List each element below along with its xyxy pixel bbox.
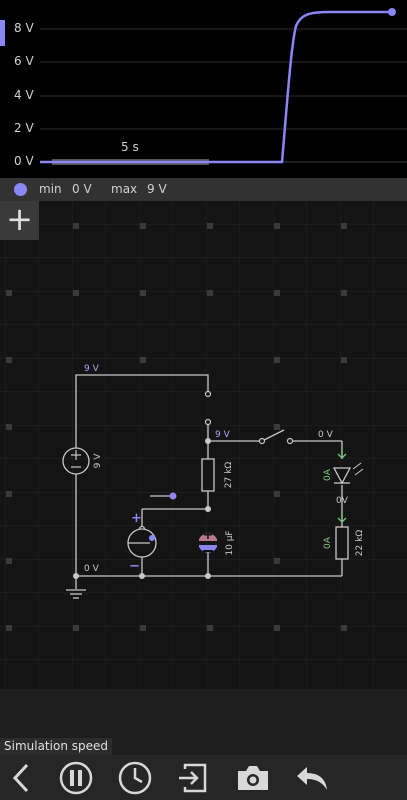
circuit-svg: + 9 V	[0, 201, 407, 689]
resistor-2[interactable]	[335, 513, 349, 560]
time-window-label: 5 s	[121, 140, 139, 154]
circuit-canvas[interactable]: + 9 V	[0, 201, 407, 689]
pause-icon[interactable]	[57, 759, 95, 797]
probe-handle[interactable]	[169, 492, 177, 500]
min-value: 0 V	[72, 182, 92, 196]
variable-source[interactable]	[127, 528, 157, 558]
resistor-2-current: 0A	[323, 536, 333, 549]
svg-text:+: +	[203, 528, 214, 543]
mid-node-voltage: 9 V	[215, 430, 231, 440]
minus-sign: −	[129, 559, 140, 574]
voltage-trace	[40, 10, 391, 164]
channel-color-dot[interactable]	[14, 183, 27, 196]
capacitor-label: 10 µF	[225, 530, 235, 555]
graph-legend: min 0 V max 9 V	[0, 178, 407, 201]
undo-icon[interactable]	[293, 759, 331, 797]
battery[interactable]	[62, 447, 90, 475]
capacitor[interactable]: +	[199, 528, 217, 553]
resistor-1-label: 27 kΩ	[224, 462, 234, 489]
led[interactable]	[332, 449, 364, 485]
led-out-voltage: 0V	[336, 496, 349, 506]
switch-out-voltage: 0 V	[318, 430, 334, 440]
led-current: 0A	[323, 468, 333, 481]
clock-icon[interactable]	[116, 759, 154, 797]
add-component-button[interactable]: +	[0, 201, 39, 240]
selected-channel-indicator	[0, 20, 5, 46]
export-icon[interactable]	[175, 759, 213, 797]
resistor-2-label: 22 kΩ	[355, 530, 365, 557]
camera-icon[interactable]	[234, 759, 272, 797]
simulation-speed-label: Simulation speed	[0, 738, 112, 755]
top-wire-voltage: 9 V	[84, 364, 100, 374]
max-value: 9 V	[147, 182, 167, 196]
bottom-toolbar	[0, 755, 407, 800]
back-icon[interactable]	[3, 759, 41, 797]
y-axis-label: 0 V	[14, 154, 34, 168]
trace-end-dot	[388, 8, 396, 16]
resistor-1[interactable]	[201, 458, 215, 492]
voltage-graph[interactable]: 8 V 6 V 4 V 2 V 0 V 5 s	[0, 0, 407, 178]
ground-voltage: 0 V	[84, 564, 100, 574]
min-label: min	[39, 182, 62, 196]
y-axis-label: 6 V	[14, 54, 34, 68]
y-axis-label: 8 V	[14, 21, 34, 35]
battery-label: 9 V	[93, 453, 103, 469]
y-axis-label: 2 V	[14, 121, 34, 135]
ground-symbol[interactable]	[66, 589, 86, 599]
plus-sign: +	[131, 511, 142, 526]
y-axis-label: 4 V	[14, 88, 34, 102]
max-label: max	[111, 182, 138, 196]
graph-canvas	[40, 8, 407, 165]
switch[interactable]	[258, 429, 294, 445]
nodes	[73, 438, 211, 579]
